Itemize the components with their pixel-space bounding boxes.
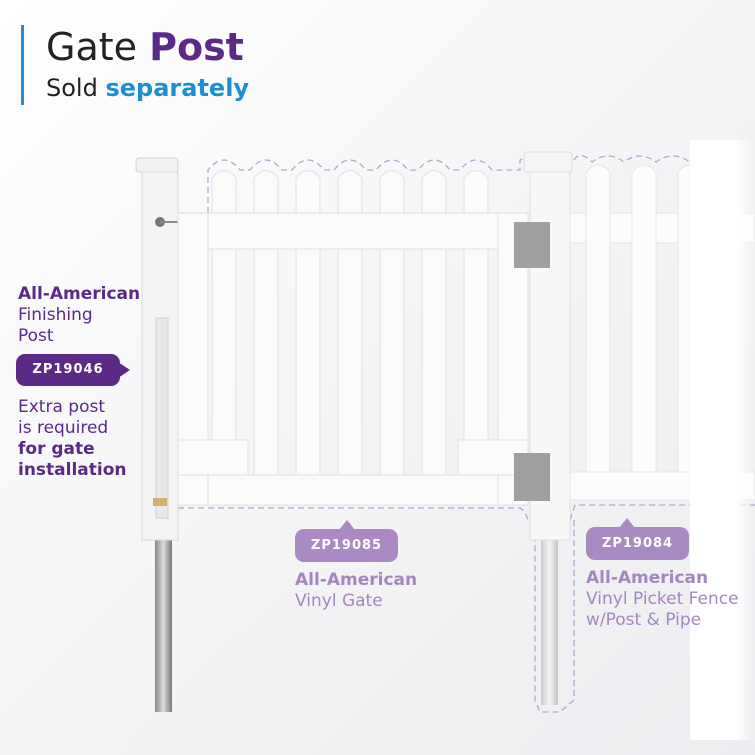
gate-label: All-American Vinyl Gate: [295, 570, 417, 612]
note-line: for gate: [18, 439, 95, 459]
note-line: is required: [18, 418, 109, 438]
fence-label: All-American Vinyl Picket Fence w/Post &…: [586, 568, 739, 631]
gate-brand: All-American: [295, 570, 418, 590]
note-line: installation: [18, 460, 127, 480]
sku-badge-zp19084: ZP19084: [586, 527, 689, 560]
fence-name-2: w/Post & Pipe: [586, 610, 702, 630]
sku-badge-zp19046: ZP19046: [16, 354, 120, 386]
fence-name-1: Vinyl Picket Fence: [586, 589, 739, 609]
badge-pointer: [339, 520, 355, 530]
badge-pointer: [118, 362, 130, 378]
finishing-post-name-1: Finishing: [18, 305, 93, 325]
gate-name: Vinyl Gate: [295, 591, 383, 611]
fence-brand: All-American: [586, 568, 709, 588]
finishing-post-brand: All-American: [18, 284, 141, 304]
page-title: Gate Post: [46, 25, 244, 69]
finishing-post-label: All-American Finishing Post: [18, 284, 140, 347]
page-subtitle: Sold separately: [46, 74, 250, 102]
note-line: Extra post: [18, 397, 105, 417]
sku-badge-zp19085: ZP19085: [295, 529, 398, 562]
finishing-post-note: Extra post is required for gate installa…: [18, 397, 127, 481]
badge-pointer: [619, 518, 635, 528]
finishing-post-name-2: Post: [18, 326, 54, 346]
accent-bar: [21, 25, 24, 105]
